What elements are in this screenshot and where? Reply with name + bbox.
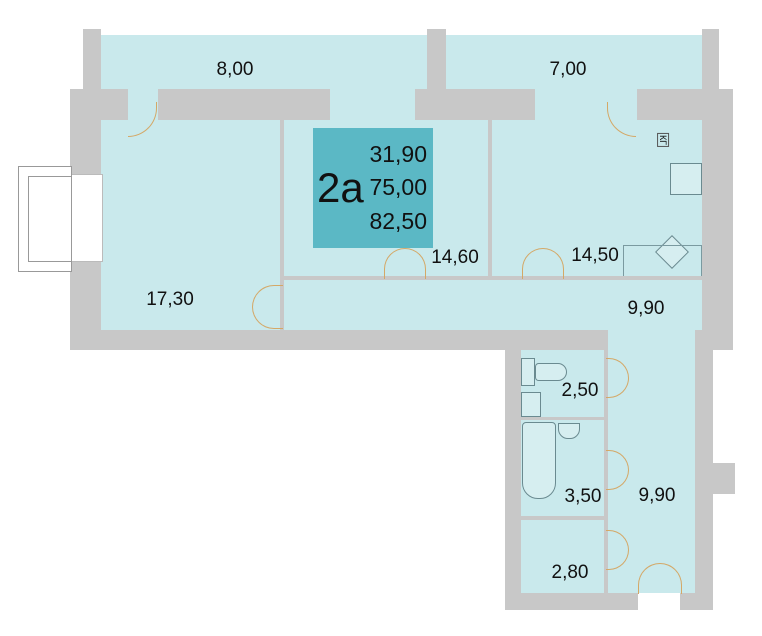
- gas-meter-label: КГ: [657, 132, 670, 148]
- living-room: [101, 120, 280, 330]
- apartment-info-badge: 2а 31,90 75,00 82,50: [313, 128, 433, 248]
- window-niche: [330, 89, 415, 120]
- window-niche-left: [70, 174, 103, 262]
- balcony-left-area: 8,00: [216, 59, 254, 80]
- stove-icon: [670, 163, 702, 195]
- door[interactable]: [522, 248, 564, 279]
- storage: [521, 520, 604, 593]
- storage-area: 2,80: [551, 562, 589, 583]
- bathtub-icon: [522, 422, 556, 499]
- sink-icon: [558, 423, 580, 439]
- door[interactable]: [384, 248, 426, 279]
- apartment-type: 2а: [317, 164, 364, 211]
- living-area: 31,90: [369, 141, 427, 167]
- living-room-area: 17,30: [146, 289, 194, 310]
- total-area: 75,00: [369, 174, 427, 200]
- wall-bump: [713, 463, 735, 494]
- outdoor-balcony-inner: [28, 176, 72, 262]
- bathroom-area: 3,50: [564, 486, 602, 507]
- kitchen-area: 14,50: [571, 245, 619, 266]
- washer-icon: [521, 392, 541, 417]
- cistern-icon: [521, 358, 535, 386]
- hall-upper-area: 9,90: [627, 298, 665, 319]
- entrance-gap: [638, 593, 680, 613]
- wc-area: 2,50: [561, 380, 599, 401]
- balcony-right: [446, 35, 702, 89]
- total-area-with-balcony: 82,50: [369, 208, 427, 234]
- hall-lower-area: 9,90: [638, 485, 676, 506]
- balcony-right-area: 7,00: [549, 59, 587, 80]
- hall-upper: [284, 280, 702, 330]
- toilet-icon: [535, 363, 567, 381]
- bedroom-area: 14,60: [431, 247, 479, 268]
- window-niche: [535, 89, 605, 120]
- balcony-left: [101, 35, 427, 89]
- kitchen-counter: [623, 245, 702, 276]
